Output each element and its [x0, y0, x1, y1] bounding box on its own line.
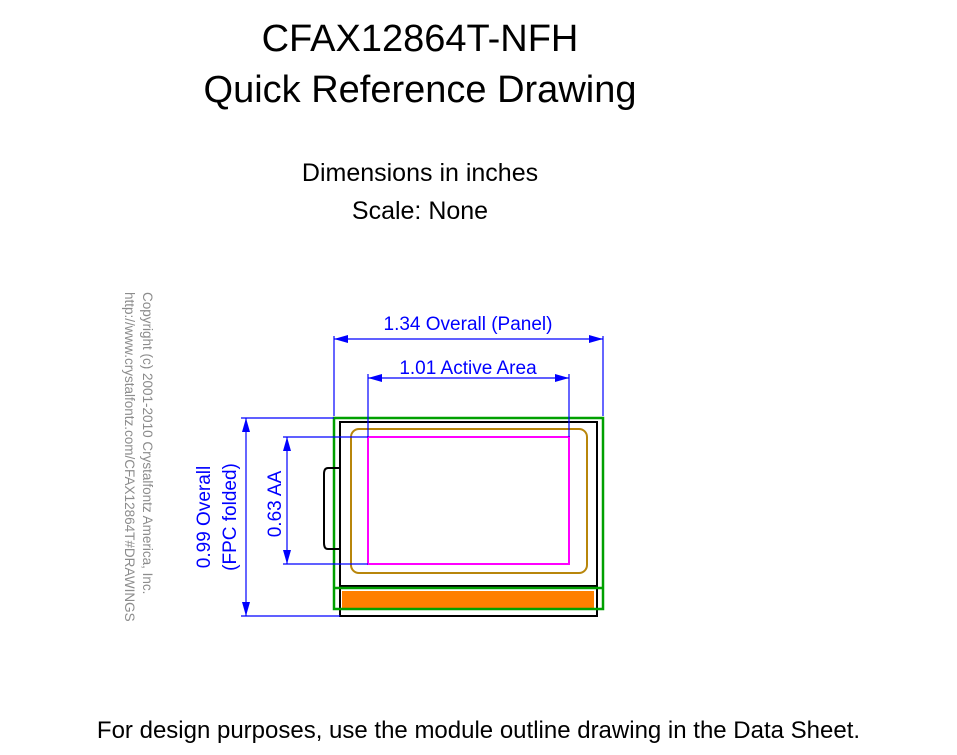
- overall-height-label-line1: 0.99 Overall: [194, 466, 215, 568]
- bezel-outline: [350, 428, 588, 574]
- side-tab: [323, 467, 340, 550]
- aa-height-label: 0.63 AA: [265, 470, 286, 537]
- title-drawing-type: Quick Reference Drawing: [203, 69, 637, 111]
- title-part-number: CFAX12864T-NFH: [261, 18, 579, 60]
- overall-width-arrow-left: [334, 335, 348, 343]
- active-area-outline: [367, 436, 570, 565]
- aa-height-arrow-top: [283, 437, 291, 451]
- module-outline: [323, 416, 605, 617]
- fpc-base-outline: [339, 585, 598, 617]
- aa-height-arrow-bottom: [283, 550, 291, 564]
- overall-height-arrow-bottom: [242, 602, 250, 616]
- overall-height-arrow-top: [242, 418, 250, 432]
- overall-width-label: 1.34 Overall (Panel): [384, 314, 553, 335]
- scale-note: Scale: None: [351, 197, 489, 225]
- green-overall-outline: [332, 416, 605, 611]
- fpc-tail: [342, 591, 594, 609]
- design-note: For design purposes, use the module outl…: [96, 717, 861, 744]
- aa-width-label: 1.01 Active Area: [399, 358, 537, 379]
- aa-width-arrow-left: [368, 374, 382, 382]
- dimensions-note: Dimensions in inches: [301, 159, 539, 187]
- overall-width-arrow-right: [589, 335, 603, 343]
- dimension-labels: 1.34 Overall (Panel) 1.01 Active Area 0.…: [194, 314, 552, 571]
- overall-height-label-line2: (FPC folded): [220, 463, 241, 571]
- dimension-lines: [241, 335, 604, 617]
- panel-outline: [339, 421, 598, 587]
- aa-width-arrow-right: [555, 374, 569, 382]
